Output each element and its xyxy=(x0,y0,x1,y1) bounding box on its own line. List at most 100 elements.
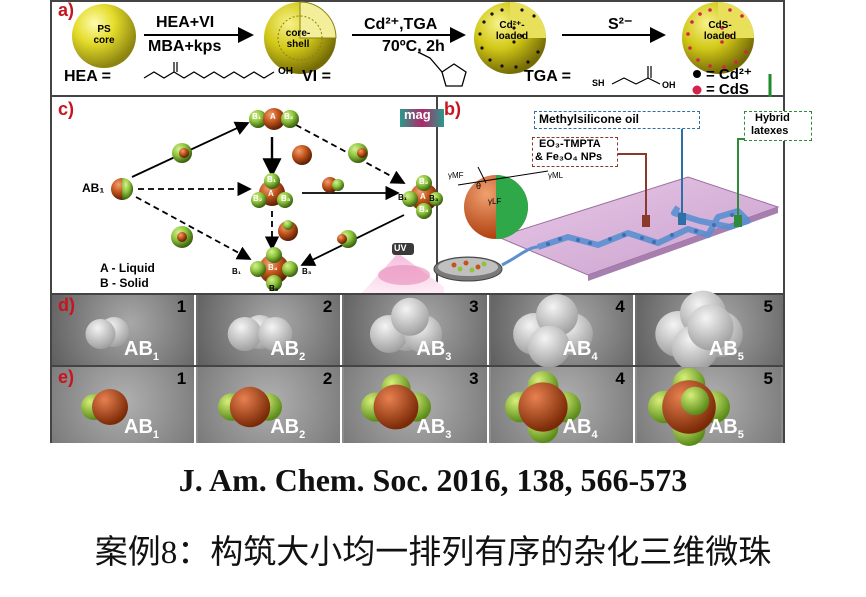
cds-loaded-label: CdS-loaded xyxy=(703,20,737,42)
sem-particle xyxy=(512,294,593,368)
node-label: B₁ xyxy=(267,175,277,184)
sem-particle xyxy=(370,297,443,353)
caption-chinese: 案例8：构筑大小均一排列有序的杂化三维微珠 xyxy=(94,535,772,571)
panel-c-graphic xyxy=(111,108,444,293)
tga-label: TGA = xyxy=(524,68,571,85)
render-particle xyxy=(361,374,432,430)
legend-b: B - Solid xyxy=(100,276,149,290)
node-label: B₂ xyxy=(284,112,294,121)
sem-particle xyxy=(227,315,293,351)
structure-label: AB3 xyxy=(416,416,451,441)
structure-subscript: 5 xyxy=(737,351,744,363)
node-right xyxy=(402,175,443,219)
figure: a) PS core core-shell Cd²⁺-loaded CdS-lo… xyxy=(50,0,812,446)
node-bottom xyxy=(250,247,298,291)
methylsilicone-box: Methylsilicone oil xyxy=(534,111,700,129)
channel-droplets xyxy=(546,213,734,246)
structure-name: AB xyxy=(562,416,592,438)
hybrid-box: Hybrid latexes xyxy=(744,111,812,141)
structure-subscript: 5 xyxy=(737,429,744,441)
node-label: B₂ xyxy=(419,177,429,186)
hea-structure xyxy=(143,71,275,79)
structure-name: AB xyxy=(416,416,446,438)
arrow-2-bottom-label: 70ºC, 2h xyxy=(382,38,445,55)
gamma-lf-label: γLF xyxy=(488,197,502,206)
floating-spheres xyxy=(171,143,368,248)
node-label: A xyxy=(270,112,276,121)
uv-lamp xyxy=(392,243,414,255)
node-mid xyxy=(251,173,293,208)
panel-c: c) mag UV AB₁ A - Liquid B - Solid B₁ A … xyxy=(52,97,444,295)
row-d-label: d) xyxy=(58,295,75,315)
eo3-label: EO₃-TMPTA xyxy=(539,138,601,150)
mag-label: mag xyxy=(404,107,431,122)
structure-name: AB xyxy=(270,338,300,360)
gamma-mf-label: γMF xyxy=(448,171,464,180)
node-label: B₃ xyxy=(429,194,439,203)
structure-name: AB xyxy=(124,338,153,360)
render-particle xyxy=(504,371,581,443)
panel-a-graphic xyxy=(72,1,772,97)
structure-label: AB2 xyxy=(270,416,305,441)
gamma-ml-label: γML xyxy=(548,171,564,180)
cd-loaded-label: Cd²⁺-loaded xyxy=(495,20,529,42)
structure-label: AB1 xyxy=(124,416,159,441)
structure-name: AB xyxy=(708,416,738,438)
render-particle xyxy=(218,386,283,428)
structure-subscript: 2 xyxy=(299,429,306,441)
tube-red xyxy=(615,153,647,217)
panel-number: 5 xyxy=(763,297,773,316)
structure-label: AB5 xyxy=(709,338,744,363)
tga-sh-label: SH xyxy=(592,78,605,88)
legend-cd-dot xyxy=(693,70,701,78)
panel-number: 3 xyxy=(469,297,479,316)
mag-magnet xyxy=(400,109,444,127)
row-e-label: e) xyxy=(58,367,75,387)
ps-core-label: PS core xyxy=(93,24,115,46)
structure-subscript: 3 xyxy=(445,351,452,363)
cds-dots xyxy=(686,8,748,69)
structure-label: AB3 xyxy=(416,338,451,363)
hybrid-label-1: Hybrid xyxy=(755,112,790,124)
cd-dots xyxy=(478,8,540,69)
structure-name: AB xyxy=(708,338,738,360)
arrow-ab1-bottom xyxy=(135,196,252,260)
arrow-1-top-label: HEA+VI xyxy=(156,14,215,31)
panel-number: 3 xyxy=(469,369,479,388)
structure-label: AB5 xyxy=(709,416,744,441)
fe3o4-label: & Fe₃O₄ NPs xyxy=(535,151,603,163)
legend-cd-label: = Cd²⁺ xyxy=(706,66,752,83)
node-label: B₅ xyxy=(269,284,279,293)
node-label: B₂ xyxy=(253,194,263,203)
panel-number: 4 xyxy=(615,369,625,388)
vi-label: VI = xyxy=(302,68,331,85)
arrow-3-top-label: S²⁻ xyxy=(608,16,633,33)
sem-particle xyxy=(655,290,743,372)
citation: J. Am. Chem. Soc. 2016, 138, 566-573 xyxy=(178,462,688,498)
panel-number: 1 xyxy=(176,297,187,316)
panel-number: 4 xyxy=(615,297,625,316)
node-label: B₃ xyxy=(302,267,312,276)
legend-cds-dot xyxy=(692,85,702,95)
structure-subscript: 1 xyxy=(152,351,160,363)
node-label: A xyxy=(268,189,274,198)
panel-b-graphic xyxy=(433,118,780,282)
node-label: A xyxy=(420,192,426,201)
render-particle xyxy=(81,389,128,425)
node-label: B₁ xyxy=(398,193,408,202)
sem-particle xyxy=(85,317,129,349)
panel-number: 2 xyxy=(322,369,333,388)
node-label: B₃ xyxy=(281,194,291,203)
